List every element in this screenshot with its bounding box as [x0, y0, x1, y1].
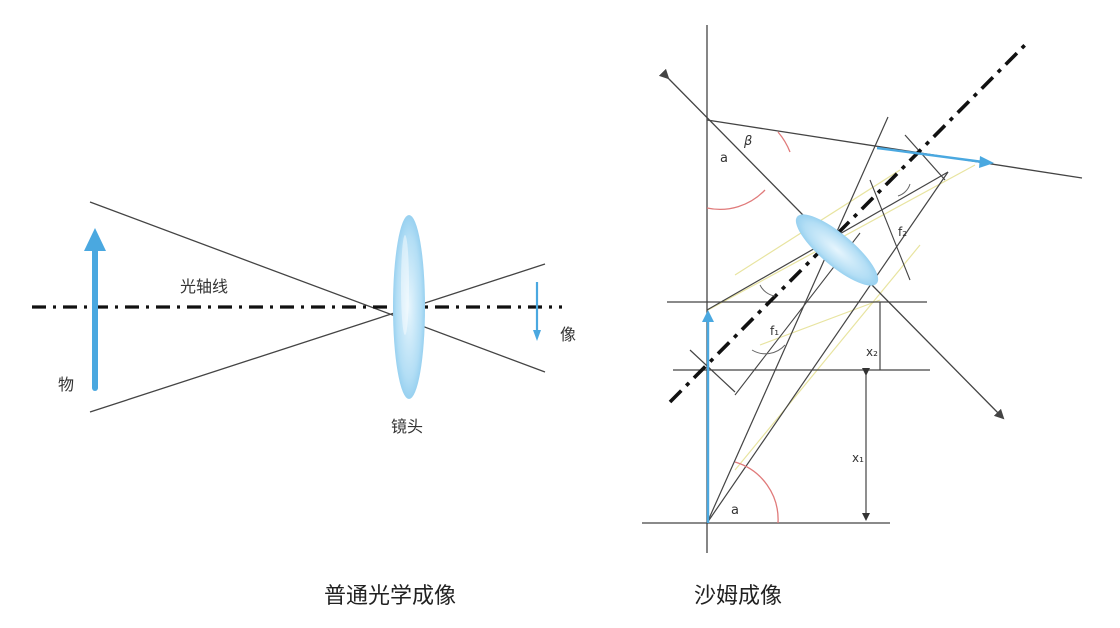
- image-label: 像: [560, 325, 576, 344]
- lens: [393, 215, 425, 399]
- angle-a-top-label: a: [720, 151, 728, 166]
- ordinary-imaging-diagram: 光轴线 物 像 镜头: [32, 201, 576, 436]
- focal-f2-label: f₂: [898, 225, 907, 239]
- image-arrow-head: [533, 330, 541, 341]
- chief-ray-2: [706, 171, 949, 524]
- image-line-head: [979, 156, 994, 168]
- tilted-optical-axis: [668, 43, 1027, 404]
- scheimpflug-diagram: a β a f₁ f₂ x₁ x₂: [642, 25, 1083, 553]
- object-line-head: [702, 310, 714, 322]
- image-line: [876, 146, 984, 164]
- object-label: 物: [58, 375, 74, 394]
- focal-ray: [869, 179, 911, 281]
- ray-top: [89, 201, 546, 373]
- ray-bottom: [89, 263, 546, 413]
- angle-arcs: [706, 131, 791, 524]
- dist-x2-label: x₂: [866, 345, 878, 359]
- lens-label: 镜头: [391, 417, 423, 436]
- dist-x1-label: x₁: [852, 451, 864, 465]
- object-arrow-head: [84, 228, 106, 251]
- tick-lower: [689, 349, 736, 393]
- tilted-lens: [795, 214, 879, 286]
- lens-highlight: [401, 235, 409, 335]
- angle-marks: [751, 183, 911, 355]
- optical-axis-label: 光轴线: [180, 277, 228, 296]
- angle-a-bottom-label: a: [731, 503, 739, 518]
- chief-ray-1: [706, 116, 889, 524]
- tick-upper: [904, 134, 946, 181]
- image-plane-ray: [706, 119, 1083, 179]
- ordinary-imaging-caption: 普通光学成像: [324, 584, 457, 609]
- angle-beta-label: β: [743, 134, 752, 149]
- focal-f1-label: f₁: [770, 324, 779, 338]
- guide-lines: [707, 164, 976, 471]
- scheimpflug-caption: 沙姆成像: [694, 584, 783, 609]
